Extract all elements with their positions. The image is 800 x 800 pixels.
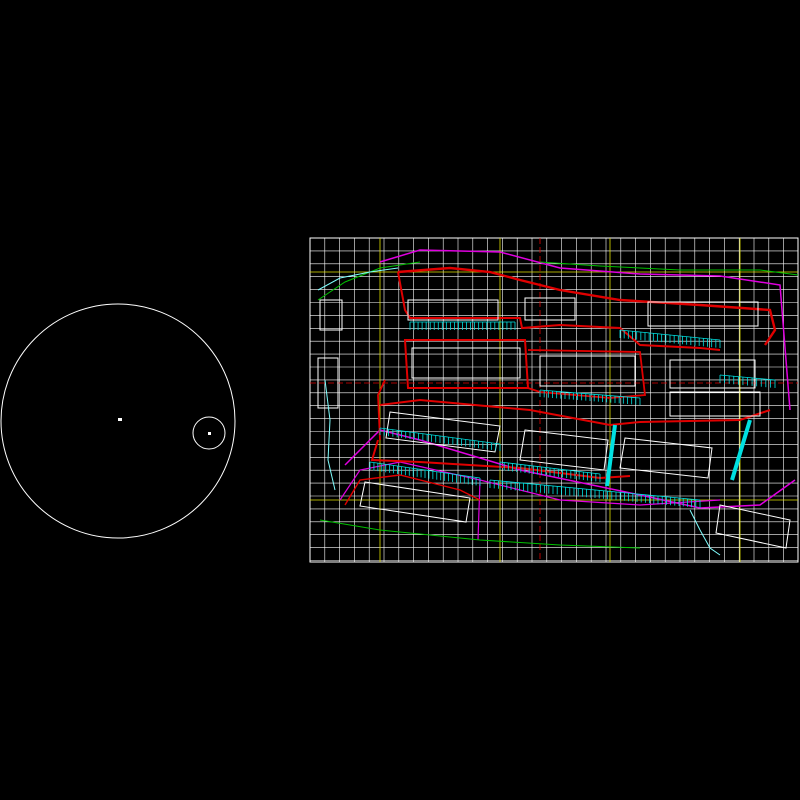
contour-line — [317, 261, 421, 301]
building-footprint — [319, 299, 343, 331]
building-footprint — [539, 355, 636, 387]
building-footprint — [359, 481, 471, 523]
building-footprint — [669, 359, 756, 389]
parking-stall — [539, 389, 641, 399]
parking-stall — [619, 329, 721, 341]
building-footprint — [619, 437, 713, 479]
site-boundary — [344, 474, 481, 506]
contour-line — [319, 519, 641, 549]
outer-circle — [0, 303, 236, 539]
parking-stall — [489, 479, 701, 501]
building-outline — [527, 349, 647, 399]
walkway — [605, 424, 617, 487]
edge-curve — [689, 509, 721, 556]
building-footprint — [669, 391, 761, 417]
edge-curve — [317, 267, 399, 291]
site-boundary — [377, 379, 386, 441]
small-circle-marker — [208, 432, 211, 435]
building-footprint — [715, 504, 791, 549]
site-boundary — [379, 398, 771, 427]
parking-stall — [719, 374, 776, 381]
plan-border — [309, 237, 799, 563]
parking-stall — [499, 461, 601, 475]
building-footprint — [519, 429, 609, 471]
site-plan-view — [309, 237, 799, 563]
parking-stall — [379, 427, 501, 445]
site-boundary — [397, 266, 777, 346]
building-footprint — [647, 301, 759, 327]
small-circle — [192, 416, 226, 450]
parking-stall — [369, 461, 481, 479]
building-footprint — [524, 297, 576, 321]
edge-curve — [324, 379, 336, 491]
road-boundary — [379, 249, 791, 411]
contour-line — [539, 261, 799, 276]
site-boundary — [370, 439, 631, 480]
circle-detail-view — [0, 303, 236, 539]
road-boundary — [477, 479, 481, 541]
plan-linework — [310, 238, 799, 562]
building-footprint — [407, 299, 499, 321]
center-marker — [118, 418, 122, 421]
building-footprint — [411, 347, 521, 379]
walkway — [730, 419, 752, 481]
